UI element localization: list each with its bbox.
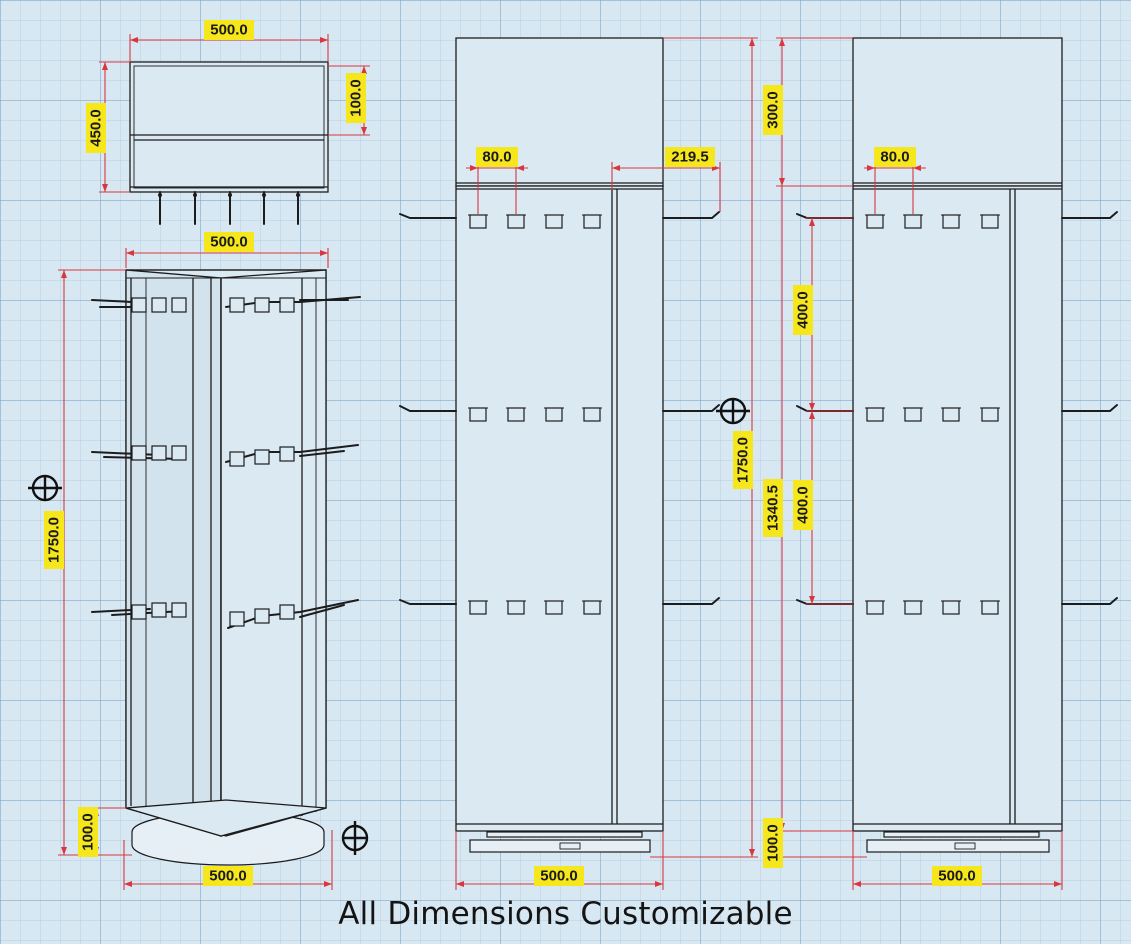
svg-text:1750.0: 1750.0: [735, 437, 752, 483]
top-view: [129, 61, 329, 225]
svg-text:300.0: 300.0: [765, 91, 782, 129]
svg-text:500.0: 500.0: [540, 868, 578, 885]
dim-side-base-height: 100.0: [763, 818, 783, 868]
dim-iso-height: 1750.0: [44, 511, 64, 569]
dim-side-header: 300.0: [763, 85, 783, 135]
svg-text:500.0: 500.0: [209, 868, 247, 885]
dim-top-header: 100.0: [346, 73, 366, 123]
dim-front-hook-reach: 219.5: [665, 147, 715, 167]
svg-text:1340.5: 1340.5: [765, 485, 782, 531]
dim-side-row-gap-2: 400.0: [793, 480, 813, 530]
svg-text:400.0: 400.0: [795, 291, 812, 329]
svg-text:400.0: 400.0: [795, 486, 812, 524]
svg-text:500.0: 500.0: [210, 234, 248, 251]
dim-iso-width-bottom: 500.0: [203, 866, 253, 886]
svg-text:100.0: 100.0: [80, 813, 97, 851]
dim-side-row-gap-1: 400.0: [793, 285, 813, 335]
rotation-symbol-icon: [714, 397, 752, 425]
dim-front-width: 500.0: [534, 866, 584, 886]
caption: All Dimensions Customizable: [338, 896, 793, 932]
dim-top-width: 500.0: [204, 20, 254, 40]
dim-side-width: 500.0: [932, 866, 982, 886]
rotation-symbol-icon: [26, 474, 64, 502]
isometric-view: [91, 269, 361, 866]
dimension-labels: 500.0 450.0 100.0 500.0 1750.0 100.0 500…: [44, 20, 982, 886]
svg-text:100.0: 100.0: [765, 824, 782, 862]
svg-text:500.0: 500.0: [210, 22, 248, 39]
dim-top-height: 450.0: [86, 103, 106, 153]
side-view: [796, 37, 1118, 853]
front-view: [399, 37, 720, 853]
dim-side-body-height: 1340.5: [763, 479, 783, 537]
svg-text:80.0: 80.0: [880, 149, 909, 166]
svg-text:219.5: 219.5: [671, 149, 709, 166]
svg-text:100.0: 100.0: [348, 79, 365, 117]
dim-front-total-height: 1750.0: [733, 431, 753, 489]
svg-text:80.0: 80.0: [482, 149, 511, 166]
dim-front-hook-spacing: 80.0: [476, 147, 518, 167]
rotation-symbol-icon: [341, 819, 369, 857]
svg-text:450.0: 450.0: [88, 109, 105, 147]
iso-tags: [131, 297, 295, 627]
dim-iso-width-top: 500.0: [204, 232, 254, 252]
svg-text:1750.0: 1750.0: [46, 517, 63, 563]
dim-iso-base-height: 100.0: [78, 807, 98, 857]
svg-text:500.0: 500.0: [938, 868, 976, 885]
dim-side-hook-spacing: 80.0: [874, 147, 916, 167]
